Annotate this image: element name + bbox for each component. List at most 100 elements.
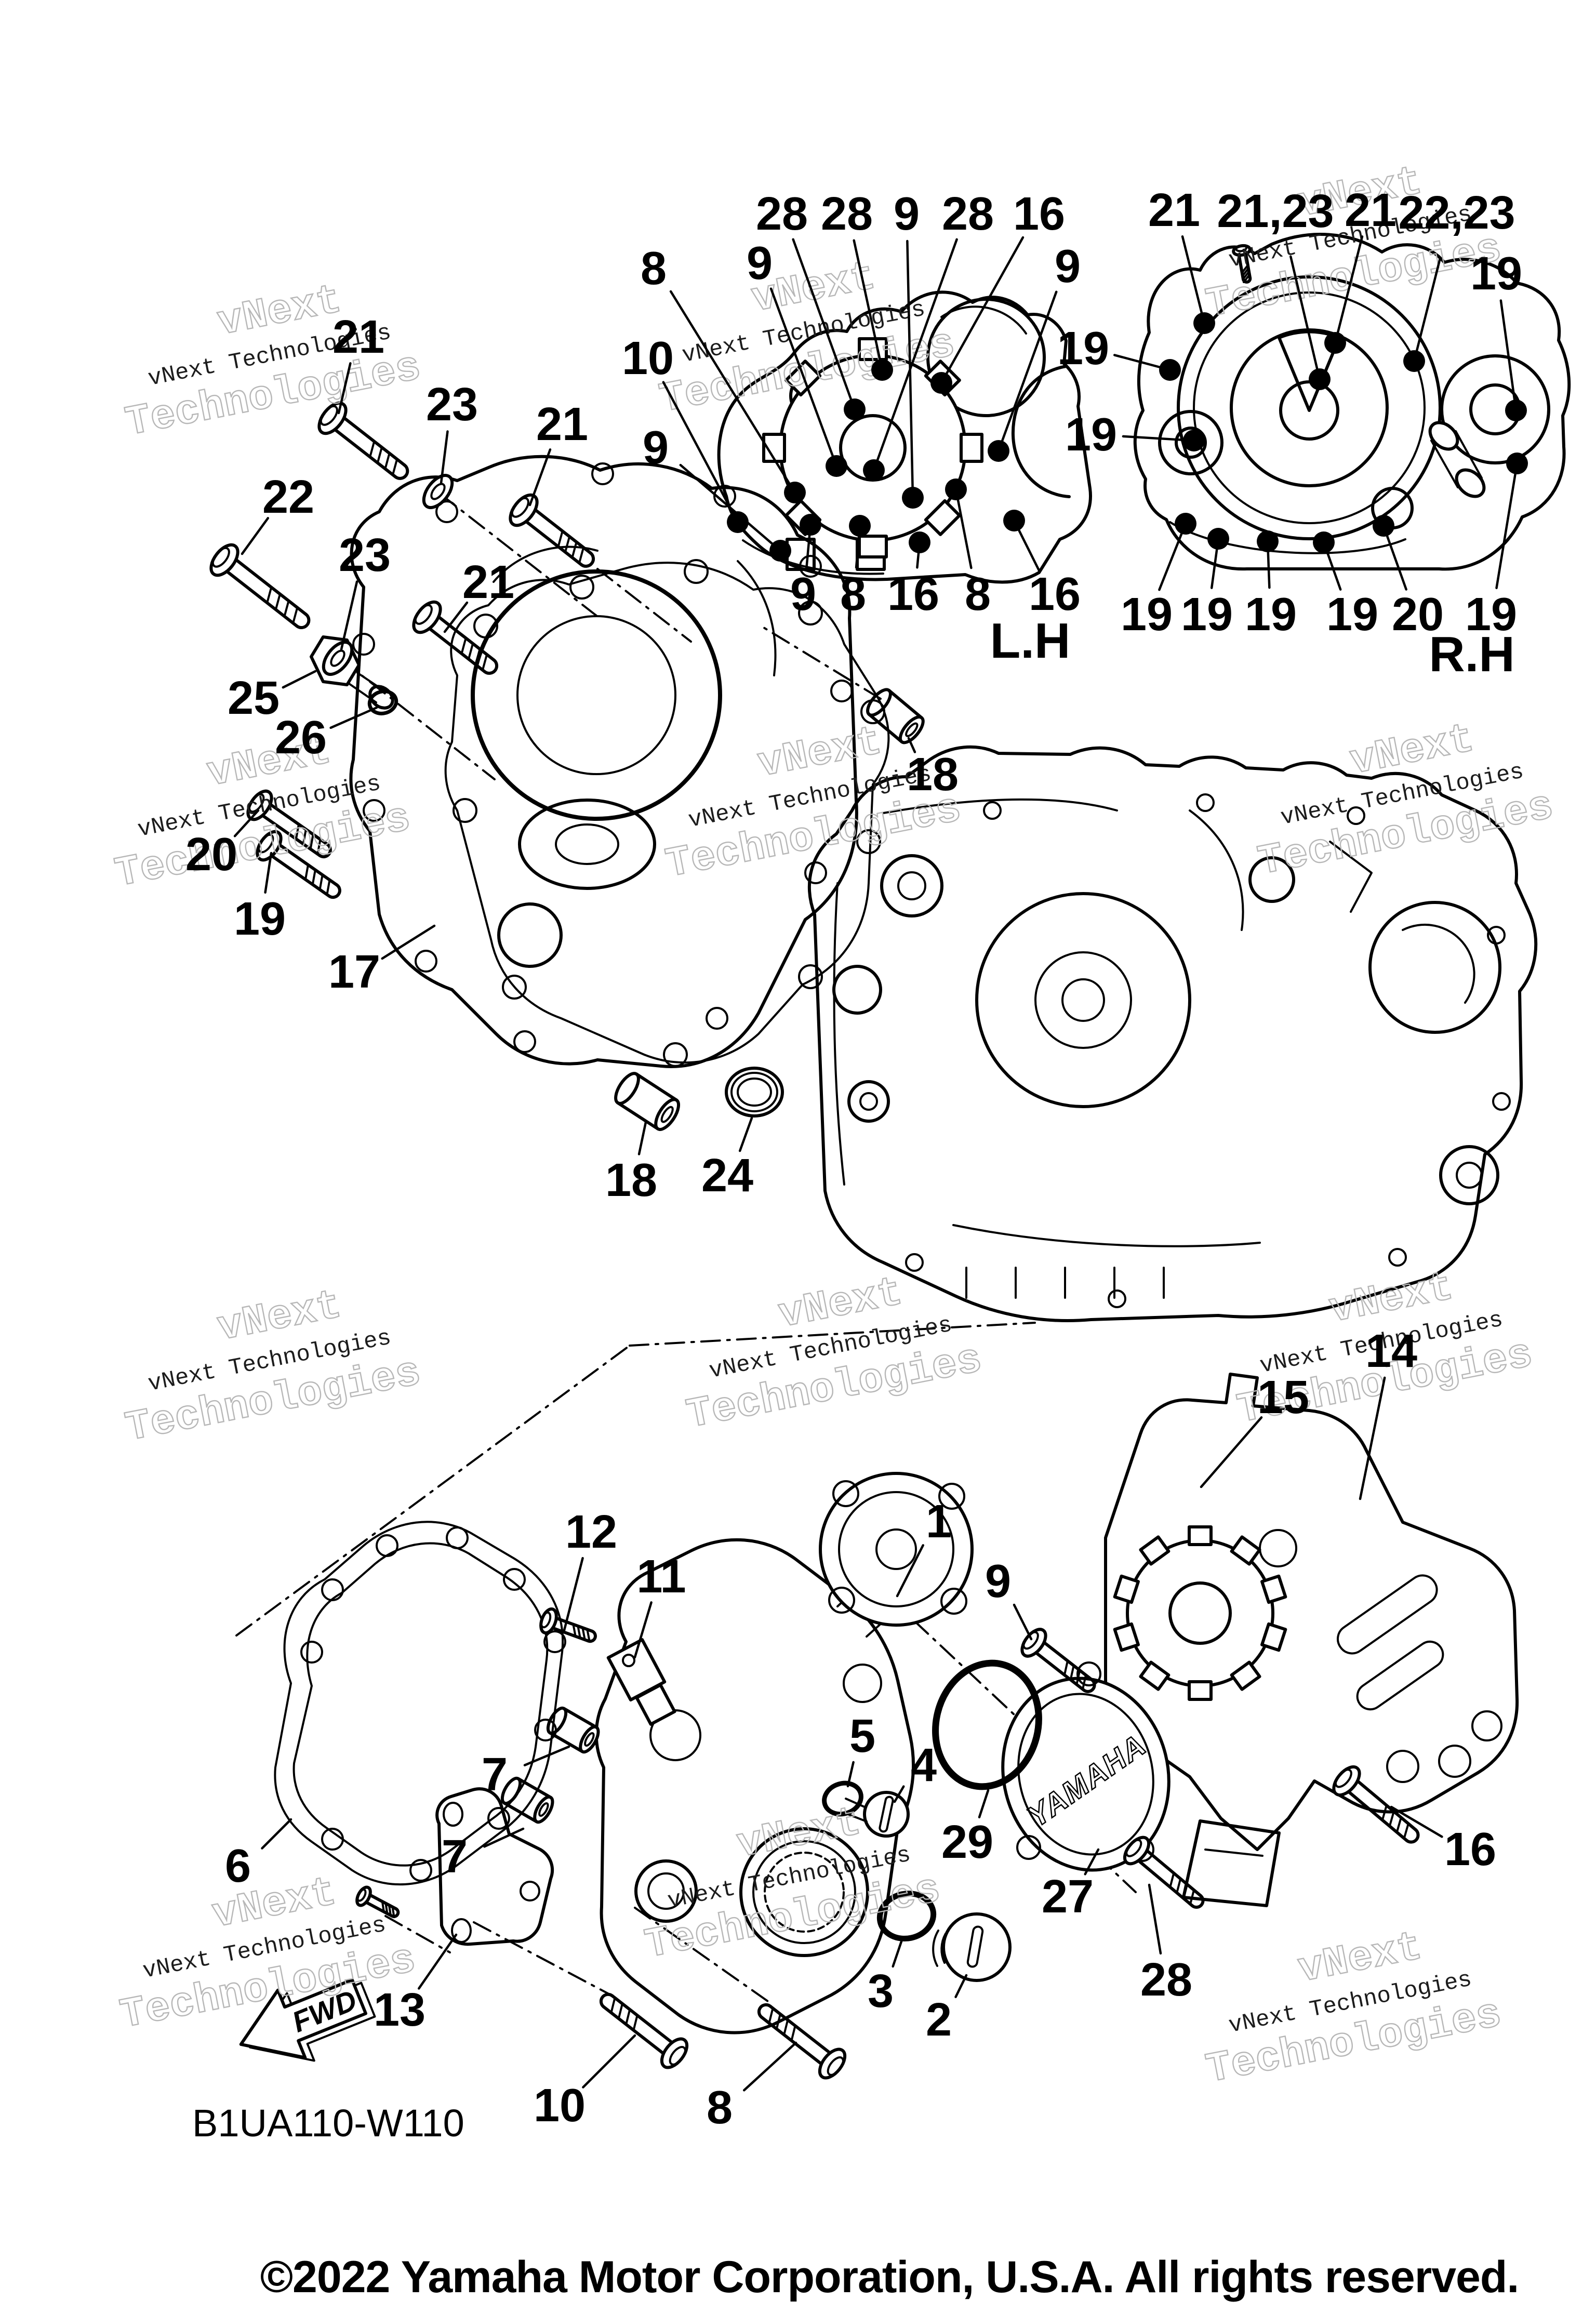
callout-8: 8: [840, 515, 871, 620]
leader-line: [669, 290, 796, 494]
bolt-point-dot: [988, 440, 1009, 462]
callout-number: 22: [262, 471, 314, 523]
callout-number: 28: [821, 188, 873, 240]
leader-line: [1499, 299, 1518, 412]
leader-line: [563, 1557, 584, 1632]
callout-number: 22,23: [1398, 187, 1515, 239]
gasket-6: [274, 1521, 566, 1886]
spacer-7: [500, 1776, 554, 1824]
bolt-point-dot: [1309, 368, 1331, 390]
callout-26: 26: [275, 706, 378, 764]
callout-18: 18: [605, 1121, 657, 1206]
callout-5: 5: [846, 1710, 875, 1788]
bolt-point-dot: [727, 511, 749, 533]
leader-line: [418, 1933, 458, 1990]
leader-line: [443, 601, 469, 633]
seal-24: [725, 1067, 784, 1118]
callout-number: 21: [462, 556, 514, 608]
leader-line: [769, 287, 838, 468]
callout-1: 1: [896, 1496, 952, 1598]
bolt: [1232, 244, 1252, 284]
leader-line: [792, 238, 856, 411]
callout-20: 20: [1373, 515, 1444, 641]
bolt: [209, 543, 311, 630]
callout-number: 15: [1257, 1372, 1309, 1424]
callout-3: 3: [868, 1938, 903, 2017]
callout-number: 16: [1013, 188, 1065, 240]
leader-line: [954, 488, 973, 569]
leader-line: [523, 1745, 570, 1766]
callout-10: 10: [534, 2034, 636, 2132]
callout-21-23: 21,23: [1217, 185, 1334, 390]
engine-line-art: YAMAHA FW: [209, 233, 1571, 2080]
leader-line: [337, 362, 352, 415]
leader-line: [241, 517, 270, 555]
callout-21: 21: [332, 311, 384, 415]
bolt-point-dot: [909, 531, 930, 553]
callout-number: 28: [756, 188, 808, 240]
bolt-point-dot: [1193, 312, 1215, 334]
callout-number: 16: [1444, 1824, 1496, 1876]
callout-number: 19: [1057, 323, 1109, 375]
bolt-point-dot: [1207, 528, 1229, 550]
callout-number: 8: [840, 568, 866, 620]
bolt: [412, 600, 499, 675]
callout-22-23: 22,23: [1398, 187, 1515, 372]
bolt-point-dot: [945, 478, 967, 500]
callout-21: 21: [443, 556, 514, 633]
callout-8: 8: [707, 2041, 797, 2134]
callout-25: 25: [228, 670, 317, 724]
leader-line: [1289, 255, 1321, 381]
bolt: [1332, 1765, 1420, 1844]
bolt: [509, 493, 595, 568]
callout-18: 18: [907, 737, 959, 801]
callout-number: 20: [1392, 589, 1444, 641]
callout-14: 14: [1359, 1325, 1417, 1500]
leader-line: [954, 1974, 968, 1998]
leader-line: [233, 809, 260, 837]
callout-21: 21: [1324, 184, 1396, 354]
leader-line: [1390, 1805, 1443, 1838]
callout-number: 28: [942, 188, 994, 240]
bolt-point-dot: [1003, 510, 1025, 531]
bolt-point-dot: [863, 459, 885, 481]
bolt-point-dot: [1313, 531, 1335, 553]
leader-line: [872, 238, 958, 472]
leader-line: [853, 239, 884, 371]
callout-9: 9: [894, 188, 924, 509]
callout-21: 21: [528, 398, 588, 507]
bolt-point-dot: [1175, 513, 1196, 535]
callout-number: 27: [1042, 1871, 1094, 1923]
leader-line: [892, 1938, 903, 1968]
bolt-point-dot: [800, 514, 821, 536]
leader-line: [528, 448, 552, 507]
plug-2: [932, 1912, 1012, 1982]
callout-19: 19: [1065, 409, 1205, 461]
leader-line: [978, 1789, 990, 1818]
callout-number: 24: [701, 1150, 753, 1202]
leader-line: [1359, 1376, 1386, 1500]
oring-29: [932, 1659, 1042, 1790]
callout-number: 19: [234, 893, 286, 945]
leader-line: [1382, 524, 1407, 591]
pump-backplate: [819, 1472, 974, 1627]
callout-number: 21: [332, 311, 384, 363]
screw-4: [845, 1791, 910, 1838]
bolt: [599, 1992, 689, 2069]
callout-23: 23: [426, 379, 478, 485]
leader-line: [1495, 462, 1519, 590]
callout-number: 8: [707, 2082, 733, 2134]
callout-19: 19: [1313, 531, 1378, 641]
leader-line: [1334, 235, 1364, 344]
callout-20: 20: [185, 809, 260, 881]
callout-12: 12: [563, 1506, 617, 1632]
bolt: [1123, 1836, 1205, 1909]
leader-line: [282, 670, 317, 689]
bolt: [256, 830, 341, 899]
callout-9: 9: [747, 237, 847, 477]
callout-15: 15: [1200, 1372, 1309, 1488]
